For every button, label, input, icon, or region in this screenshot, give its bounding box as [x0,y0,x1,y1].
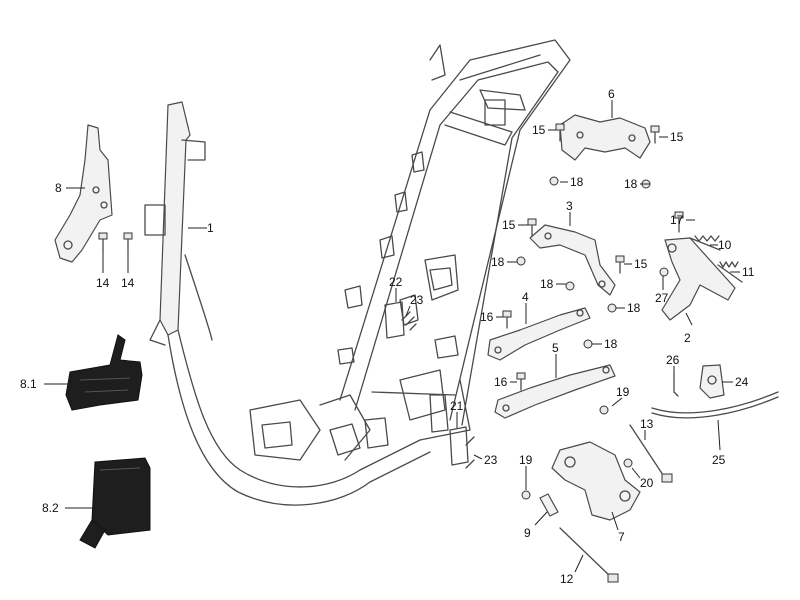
callout-18c: 18 [491,255,505,269]
bracket-8 [54,124,113,263]
callout-1: 1 [207,221,214,235]
callout-14b: 14 [121,276,135,290]
leader-lines [44,100,740,573]
callout-8: 8 [55,181,62,195]
callout-labels: 1 2 3 4 5 6 7 8 8.1 8.2 9 10 11 12 13 14… [20,87,755,586]
pad-24 [699,364,725,399]
callout-3: 3 [566,199,573,213]
bolt-14a [98,232,108,253]
callout-15b: 15 [670,130,684,144]
bolt-13 [629,424,673,483]
bolt-15a [555,123,565,142]
nut-18a [549,176,559,186]
callout-15d: 15 [634,257,648,271]
nut-18d [565,281,575,291]
bolt-12 [559,527,619,583]
callout-21: 21 [450,399,464,413]
nut-18f [583,339,593,349]
bolt-17 [674,211,684,233]
callout-19a: 19 [616,385,630,399]
callout-20: 20 [640,476,654,490]
callout-23a: 23 [410,293,424,307]
callout-17: 17 [670,213,684,227]
bracket-4 [487,307,591,361]
callout-4: 4 [522,290,529,304]
nut-18e [607,303,617,313]
callout-11: 11 [742,265,755,279]
cover-8-1 [65,334,143,411]
callout-8-1: 8.1 [20,377,37,391]
callout-25: 25 [712,453,726,467]
callout-18b: 18 [624,177,638,191]
bolt-15d [615,255,625,274]
main-frame [144,39,571,506]
callout-2: 2 [684,331,691,345]
callout-19b: 19 [519,453,533,467]
label-plate-22 [384,301,405,339]
callout-10: 10 [718,238,732,252]
main-stand-2 [661,237,736,321]
bracket-6 [559,114,651,161]
bolt-15c [527,218,537,237]
callout-14a: 14 [96,276,110,290]
callout-26: 26 [666,353,680,367]
callout-16a: 16 [480,310,494,324]
callout-9: 9 [524,526,531,540]
callout-13: 13 [640,417,654,431]
nut-19a [599,405,609,415]
callout-23b: 23 [484,453,498,467]
callout-18d: 18 [540,277,554,291]
clip-26 [673,372,679,397]
callout-5: 5 [552,341,559,355]
cover-8-2 [79,457,151,549]
engine-hanger-7 [551,441,641,521]
callout-15c: 15 [502,218,516,232]
callout-24: 24 [735,375,749,389]
bolt-16b [516,372,526,391]
callout-18e: 18 [627,301,641,315]
bracket-3 [529,224,616,296]
nut-19b [521,490,531,500]
spring-10 [689,235,721,251]
bush-9 [539,493,559,517]
callout-12: 12 [560,572,574,586]
callout-7: 7 [618,530,625,544]
callout-22: 22 [389,275,403,289]
callout-8-2: 8.2 [42,501,59,515]
bolt-15b [650,125,660,144]
nut-27 [659,267,669,277]
label-plate-21 [449,426,469,466]
bracket-5 [494,364,616,419]
rod-25 [651,391,779,419]
callout-6: 6 [608,87,615,101]
callout-16b: 16 [494,375,508,389]
callout-18a: 18 [570,175,584,189]
callout-15a: 15 [532,123,546,137]
rivet-23b [465,436,475,469]
callout-18f: 18 [604,337,618,351]
spring-11 [717,261,743,283]
callout-27: 27 [655,291,669,305]
nut-20 [623,458,633,468]
bolt-14b [123,232,133,253]
bolt-16a [502,310,512,329]
nut-18c [516,256,526,266]
